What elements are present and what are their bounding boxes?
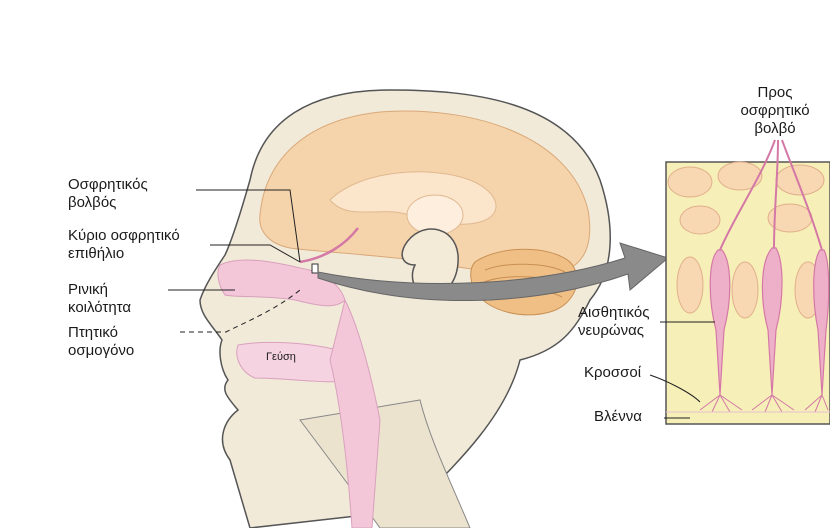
label-volatile-odorant-line2: οσμογόνο bbox=[68, 342, 134, 360]
label-main-olfactory-epithelium-line2: επιθήλιο bbox=[68, 245, 180, 263]
label-to-olfactory-bulb-line3: βολβό bbox=[730, 120, 820, 138]
label-volatile-odorant-line1: Πτητικό bbox=[68, 324, 134, 342]
label-mucus: Βλέννα bbox=[594, 408, 642, 426]
label-to-olfactory-bulb-line1: Προς bbox=[730, 84, 820, 102]
label-taste: Γεύση bbox=[266, 351, 296, 364]
label-to-olfactory-bulb-line2: οσφρητικό bbox=[730, 102, 820, 120]
label-olfactory-bulb-line1: Οσφρητικός bbox=[68, 176, 148, 194]
label-main-olfactory-epithelium: Κύριο οσφρητικό επιθήλιο bbox=[68, 227, 180, 263]
label-sensory-neuron: Αισθητικός νευρώνας bbox=[578, 304, 649, 340]
label-nasal-cavity: Ρινική κοιλότητα bbox=[68, 281, 131, 317]
label-sensory-neuron-line2: νευρώνας bbox=[578, 322, 649, 340]
label-nasal-cavity-line1: Ρινική bbox=[68, 281, 131, 299]
label-main-olfactory-epithelium-line1: Κύριο οσφρητικό bbox=[68, 227, 180, 245]
label-cilia: Κροσσοί bbox=[584, 364, 641, 382]
label-olfactory-bulb: Οσφρητικός βολβός bbox=[68, 176, 148, 212]
label-olfactory-bulb-line2: βολβός bbox=[68, 194, 148, 212]
epithelium-box bbox=[312, 264, 318, 273]
label-to-olfactory-bulb: Προς οσφρητικό βολβό bbox=[730, 84, 820, 138]
label-sensory-neuron-line1: Αισθητικός bbox=[578, 304, 649, 322]
label-nasal-cavity-line2: κοιλότητα bbox=[68, 299, 131, 317]
label-volatile-odorant: Πτητικό οσμογόνο bbox=[68, 324, 134, 360]
